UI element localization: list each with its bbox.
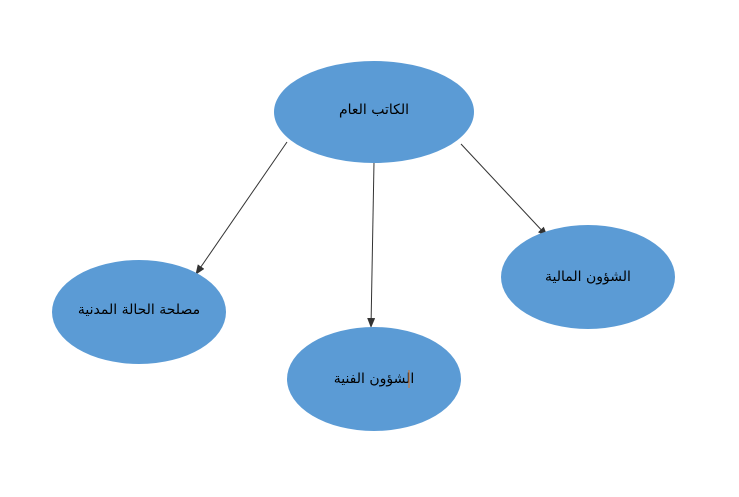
node-right-label: الشؤون المالية (545, 269, 631, 285)
node-bottom-label: الشؤون الفنية (334, 371, 415, 387)
edge-top-to-right (460, 143, 548, 237)
node-top[interactable]: الكاتب العام (274, 61, 474, 163)
node-bottom-shape (287, 327, 461, 431)
node-left[interactable]: مصلحة الحالة المدنية (52, 260, 226, 364)
node-left-shape (52, 260, 226, 364)
node-right[interactable]: الشؤون المالية (501, 225, 675, 329)
node-left-label: مصلحة الحالة المدنية (78, 302, 200, 318)
edge-top-to-left (195, 141, 288, 275)
node-top-label: الكاتب العام (339, 102, 409, 118)
node-top-shape (274, 61, 474, 163)
node-right-shape (501, 225, 675, 329)
edge-top-to-bottom (367, 161, 376, 328)
node-bottom[interactable]: الشؤون الفنية (287, 327, 461, 431)
